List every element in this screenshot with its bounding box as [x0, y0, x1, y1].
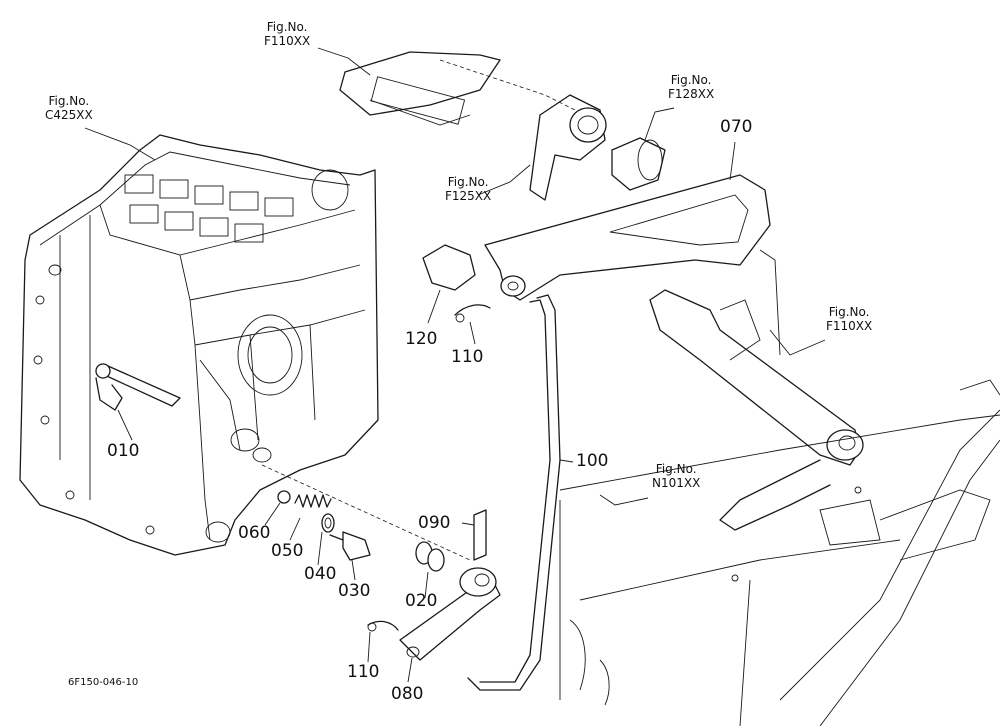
upper-bracket	[339, 51, 666, 201]
figure-ref-line2: C425XX	[45, 108, 93, 122]
part-label-100: 100	[576, 451, 609, 471]
part-070-lever	[422, 174, 771, 323]
part-010-pin	[95, 363, 181, 441]
figure-ref-f128: Fig.No. F128XX	[668, 73, 714, 101]
part-100-rod	[467, 294, 561, 691]
figure-ref-line2: F110XX	[264, 34, 311, 48]
diagram-code: 6F150-046-10	[68, 677, 139, 688]
figure-ref-f110-top: Fig.No. F110XX	[264, 20, 310, 48]
figure-ref-line2: N101XX	[652, 476, 701, 490]
detent-assembly	[261, 464, 471, 572]
figure-ref-line2: F125XX	[445, 189, 492, 203]
figure-ref-line1: Fig.No.	[670, 73, 712, 87]
background-frame	[559, 379, 1000, 726]
leader-lines	[84, 47, 826, 683]
part-label-040: 040	[304, 564, 337, 584]
figure-ref-line1: Fig.No.	[447, 175, 489, 189]
figure-ref-line1: Fig.No.	[655, 462, 697, 476]
part-label-090: 090	[418, 513, 451, 533]
part-label-050: 050	[271, 541, 304, 561]
part-label-020: 020	[405, 591, 438, 611]
part-label-010: 010	[107, 441, 140, 461]
figure-ref-line1: Fig.No.	[48, 94, 90, 108]
figure-ref-c425: Fig.No. C425XX	[45, 94, 93, 122]
part-label-110-upper: 110	[451, 347, 484, 367]
part-label-120: 120	[405, 329, 438, 349]
figure-ref-line1: Fig.No.	[266, 20, 308, 34]
part-label-060: 060	[238, 523, 271, 543]
figure-ref-f125: Fig.No. F125XX	[445, 175, 491, 203]
figure-ref-line2: F128XX	[668, 87, 715, 101]
part-label-080: 080	[391, 684, 424, 704]
part-label-070: 070	[720, 117, 753, 137]
transmission-housing	[19, 134, 379, 556]
right-shaft	[649, 289, 864, 531]
figure-ref-f110-right: Fig.No. F110XX	[826, 305, 872, 333]
part-label-030: 030	[338, 581, 371, 601]
figure-ref-n101: Fig.No. N101XX	[652, 462, 700, 490]
part-080-lever	[367, 509, 501, 661]
figure-ref-line2: F110XX	[826, 319, 873, 333]
figure-ref-line1: Fig.No.	[828, 305, 870, 319]
part-label-110-lower: 110	[347, 662, 380, 682]
